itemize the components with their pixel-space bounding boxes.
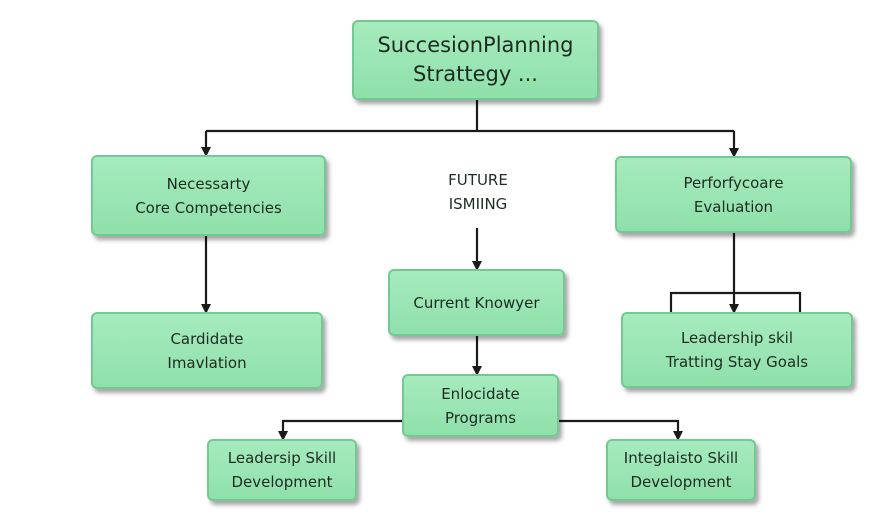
- node-integlaisto-development: Integlaisto Skill Development: [606, 439, 756, 501]
- node-current-knowledge: Current Knowyer: [388, 269, 565, 336]
- arrow-to-integlaisto-development: [558, 419, 683, 441]
- node-leadership-training: Leadership skil Tratting Stay Goals: [621, 312, 853, 388]
- node-label: Necessarty Core Competencies: [135, 174, 282, 217]
- node-label: Cardidate Imavlation: [167, 329, 247, 372]
- connector-right-bracket: [669, 291, 802, 312]
- node-enlocidate-programs: Enlocidate Programs: [402, 374, 559, 437]
- node-succession-planning-strategy: SuccesionPlanning Strattegy ...: [352, 20, 599, 100]
- node-label: SuccesionPlanning Strattegy ...: [377, 33, 574, 86]
- node-leadership-development: Leadersip Skill Development: [207, 439, 357, 501]
- node-candidate-evaluation: Cardidate Imavlation: [91, 312, 323, 389]
- node-label: Current Knowyer: [413, 293, 540, 312]
- node-label: Perforfycoare Evaluation: [683, 173, 784, 216]
- node-core-competencies: Necessarty Core Competencies: [91, 155, 326, 236]
- node-label: Integlaisto Skill Development: [623, 449, 739, 491]
- node-label: Enlocidate Programs: [441, 384, 520, 427]
- future-label: FUTURE ISMIING: [448, 171, 508, 213]
- node-performance-evaluation: Perforfycoare Evaluation: [615, 156, 852, 233]
- node-label: Leadersip Skill Development: [227, 449, 337, 491]
- node-label: Leadership skil Tratting Stay Goals: [665, 329, 809, 371]
- arrow-to-leadership-development: [278, 419, 405, 441]
